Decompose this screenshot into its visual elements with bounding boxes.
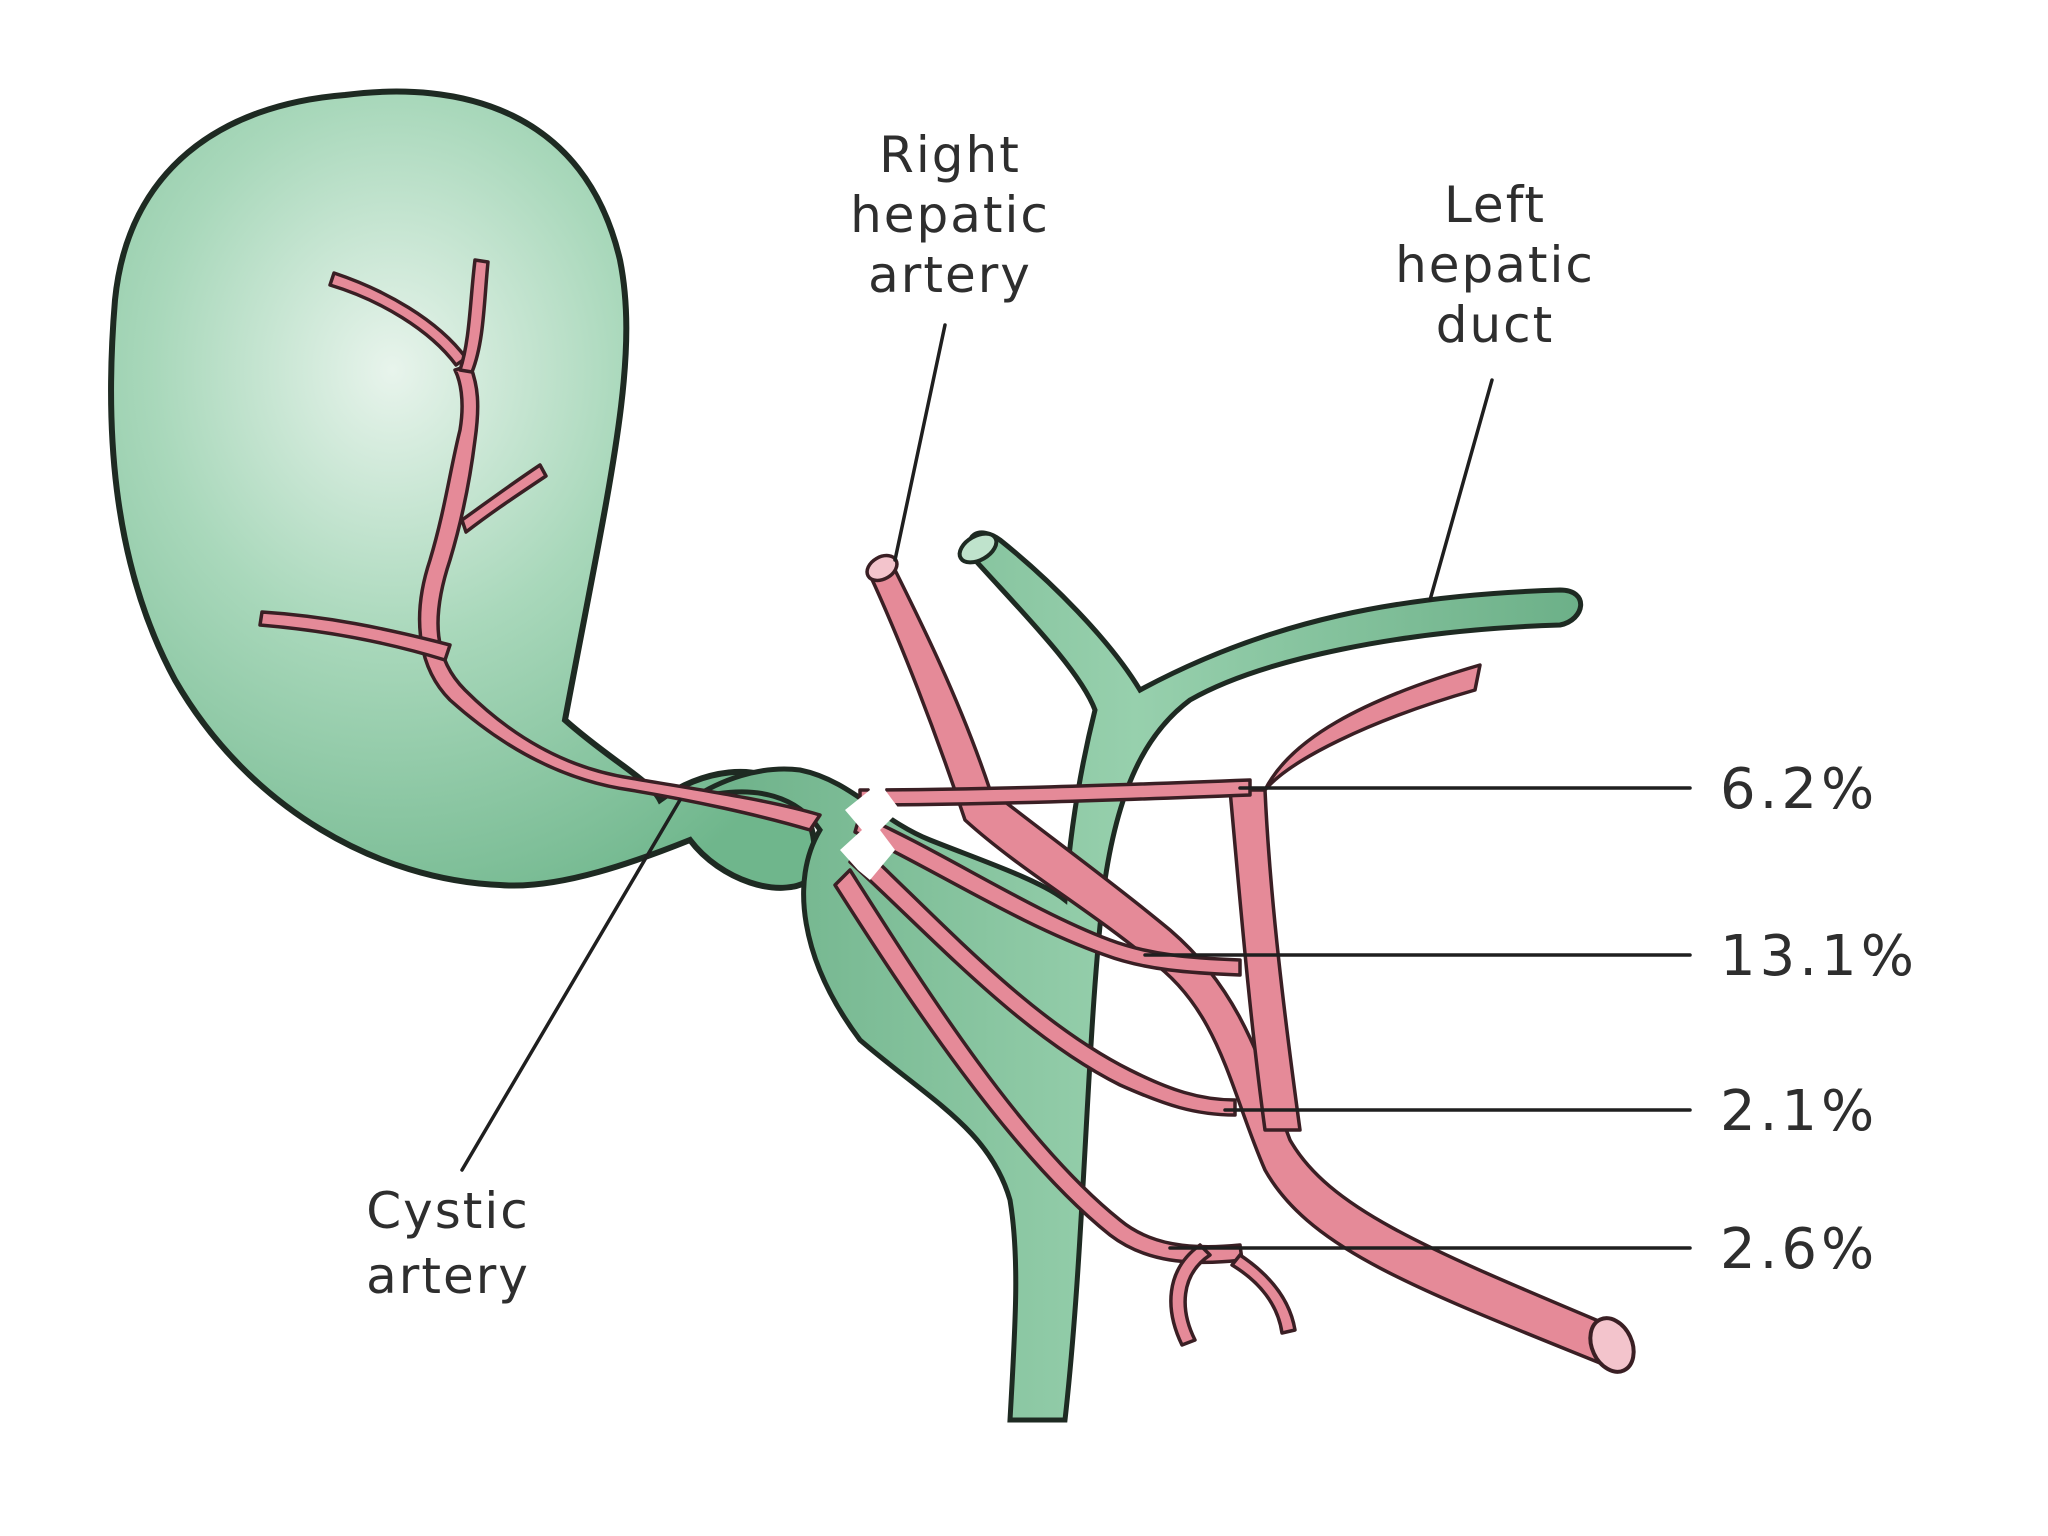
label-cystic-artery-line-2: artery xyxy=(366,1247,530,1305)
label-left-hepatic-duct-line-1: Left xyxy=(1444,176,1546,234)
leader-lines xyxy=(460,323,1692,1250)
leader-left-hepatic-duct xyxy=(1428,378,1494,602)
label-cystic-artery: Cystic artery xyxy=(366,1182,530,1305)
variant-artery-2-1 xyxy=(848,843,1237,1117)
label-right-hepatic-artery-line-3: artery xyxy=(868,246,1032,304)
percent-2-6: 2.6% xyxy=(1720,1217,1878,1282)
percent-6-2: 6.2% xyxy=(1720,757,1878,822)
percent-13-1: 13.1% xyxy=(1720,924,1918,989)
variant-artery-13-1 xyxy=(853,813,1242,977)
percent-2-1: 2.1% xyxy=(1720,1079,1878,1144)
arteries xyxy=(258,258,1636,1374)
artery-cut-end xyxy=(1588,1316,1636,1374)
label-left-hepatic-duct-line-3: duct xyxy=(1436,296,1555,354)
label-right-hepatic-artery: Right hepatic artery xyxy=(850,126,1050,304)
leader-cystic-artery xyxy=(460,798,682,1172)
variant-percentages: 6.2% 13.1% 2.1% 2.6% xyxy=(1720,757,1918,1282)
label-left-hepatic-duct-line-2: hepatic xyxy=(1395,236,1595,294)
artery-break-mark xyxy=(840,770,900,880)
label-right-hepatic-artery-line-1: Right xyxy=(879,126,1021,184)
leader-right-hepatic-artery xyxy=(893,323,947,562)
variant-artery-6-2 xyxy=(858,778,1252,807)
label-cystic-artery-line-1: Cystic xyxy=(366,1182,530,1240)
label-left-hepatic-duct: Left hepatic duct xyxy=(1395,176,1595,354)
label-right-hepatic-artery-line-2: hepatic xyxy=(850,186,1050,244)
